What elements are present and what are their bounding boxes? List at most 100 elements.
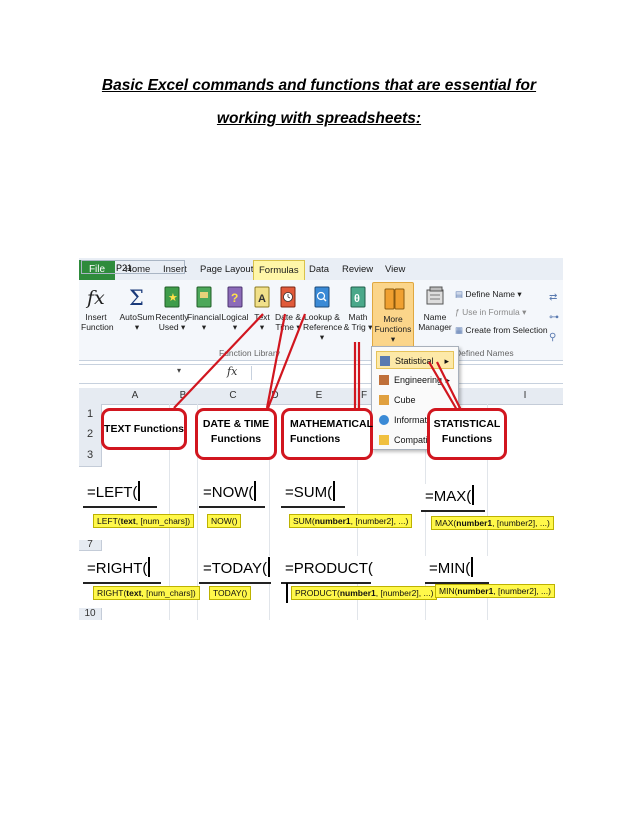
math-callout-line-2: Functions	[290, 433, 341, 445]
tip-fn: PRODUCT(	[295, 588, 340, 598]
datetime-callout-line-2: Functions	[210, 433, 262, 445]
date-time-button[interactable]: Date & Time ▾	[273, 284, 303, 332]
more-functions-button[interactable]: More Functions ▾	[372, 282, 414, 348]
formula-auditing-icons[interactable]: ⇄⊶⚲	[549, 292, 559, 343]
recently-used-button[interactable]: ★ Recently Used ▾	[155, 284, 189, 332]
row-header-10[interactable]: 10	[79, 608, 102, 620]
tip-rest: , [number2], ...)	[375, 588, 434, 598]
formula-cell-left[interactable]: =LEFT(	[83, 480, 157, 508]
lookup-reference-button[interactable]: Lookup & Reference ▾	[303, 284, 342, 342]
create-from-selection-button[interactable]: ▦ Create from Selection	[455, 324, 548, 336]
define-name-button[interactable]: ▤ Define Name ▾	[455, 288, 522, 300]
tip-fn: NOW()	[211, 516, 238, 526]
text-cursor	[138, 481, 141, 501]
tip-arg: number1	[456, 518, 493, 528]
menu-item-cube-label: Cube	[394, 395, 416, 405]
formula-right-text: =RIGHT(	[87, 560, 148, 577]
logical-button[interactable]: ? Logical ▾	[219, 284, 251, 332]
tab-data[interactable]: Data	[309, 264, 330, 275]
grid-line	[197, 404, 198, 620]
formula-cell-min[interactable]: =MIN(	[425, 556, 489, 584]
fx-formula-icon[interactable]: fx	[227, 365, 238, 378]
grid-line	[269, 404, 270, 620]
tip-fn: RIGHT(	[97, 588, 127, 598]
insert-function-button[interactable]: fx Insert Function	[81, 284, 114, 332]
svg-text:A: A	[258, 293, 266, 305]
tip-rest: , [num_chars])	[141, 588, 196, 598]
tip-arg: number1	[314, 516, 351, 526]
tip-fn: TODAY()	[213, 588, 248, 598]
name-box-dropdown-icon[interactable]: ▾	[177, 366, 182, 375]
tip-fn: MAX(	[435, 518, 457, 528]
use-in-formula-button[interactable]: ƒ Use in Formula ▾	[455, 306, 526, 318]
formula-now-text: =NOW(	[203, 484, 254, 501]
tab-page-layout[interactable]: Page Layout	[200, 264, 254, 275]
svg-text:Σ: Σ	[129, 286, 144, 310]
tip-rest: , [num_chars])	[135, 516, 191, 526]
menu-item-information-label: Information	[394, 415, 440, 425]
text-cursor	[254, 481, 257, 501]
menu-item-engineering[interactable]: Engineering ▸	[376, 371, 454, 389]
tooltip-product-syntax: PRODUCT(number1, [number2], ...)	[291, 586, 438, 600]
document-title-line-1: Basic Excel commands and functions that …	[101, 77, 537, 94]
autosum-button[interactable]: Σ AutoSum ▾	[119, 284, 155, 332]
menu-item-cube[interactable]: Cube	[376, 391, 454, 409]
text-functions-button[interactable]: A Text ▾	[249, 284, 275, 332]
datetime-callout-line-1: DATE & TIME	[202, 418, 270, 430]
formula-cell-sum[interactable]: =SUM(	[281, 480, 345, 508]
name-box[interactable]: P21	[81, 260, 185, 274]
math-trig-button[interactable]: θ Math & Trig ▾	[343, 284, 373, 332]
formula-cell-now[interactable]: =NOW(	[199, 480, 265, 508]
tab-insert[interactable]: Insert	[163, 264, 187, 275]
text-cursor	[472, 485, 475, 505]
text-functions-callout: TEXT Functions	[101, 408, 187, 450]
text-functions-label-2: ▾	[259, 322, 265, 332]
math-callout-line-1: MATHEMATICAL	[290, 418, 374, 430]
row-header-3[interactable]: 3	[79, 444, 102, 467]
column-header-i[interactable]: I	[487, 388, 563, 405]
tab-formulas[interactable]: Formulas	[253, 260, 305, 281]
menu-item-compatibility[interactable]: Compatibility	[376, 431, 454, 449]
grid-line	[357, 404, 358, 620]
financial-button[interactable]: Financial ▾	[187, 284, 221, 332]
tab-file[interactable]: File	[79, 260, 115, 280]
formula-left-text: =LEFT(	[87, 484, 138, 501]
tab-review[interactable]: Review	[342, 264, 374, 275]
tip-arg: number1	[339, 588, 376, 598]
formula-sum-text: =SUM(	[285, 484, 333, 501]
text-cursor	[333, 481, 336, 501]
name-manager-button[interactable]: Name Manager	[417, 284, 453, 332]
financial-book-icon	[193, 284, 215, 310]
use-in-formula-icon: ƒ	[455, 307, 463, 317]
tip-fn: LEFT(	[97, 516, 121, 526]
math-functions-callout: MATHEMATICAL Functions	[281, 408, 373, 460]
formula-cell-right[interactable]: =RIGHT(	[83, 556, 161, 584]
document-title-colon: :	[415, 110, 422, 127]
formula-cell-max[interactable]: =MAX(	[421, 484, 485, 512]
menu-item-information[interactable]: Information	[376, 411, 454, 429]
menu-item-statistical[interactable]: Statistical ▸	[376, 351, 454, 369]
tip-rest: , [number2], ...)	[493, 586, 551, 596]
svg-text:fx: fx	[85, 287, 105, 309]
tooltip-now-syntax: NOW()	[207, 514, 242, 528]
tip-rest: , [number2], ...)	[350, 516, 409, 526]
tab-view[interactable]: View	[385, 264, 406, 275]
tab-home[interactable]: Home	[125, 264, 151, 275]
compatibility-icon	[379, 435, 389, 445]
datetime-callout-pointer	[265, 313, 287, 409]
financial-label-1: Financial	[187, 312, 222, 322]
define-name-icon: ▤	[455, 289, 466, 299]
information-icon	[379, 415, 389, 425]
tooltip-sum-syntax: SUM(number1, [number2], ...)	[289, 514, 413, 528]
row-header-7[interactable]: 7	[79, 540, 102, 551]
fx-icon: fx	[85, 284, 107, 310]
stat-callout-pointer	[436, 361, 462, 411]
grid-line	[169, 404, 170, 620]
tip-arg: text	[126, 588, 142, 598]
tip-fn: MIN(	[439, 586, 458, 596]
text-cursor	[286, 583, 288, 603]
engineering-icon	[379, 375, 389, 385]
formula-cell-today[interactable]: =TODAY(	[199, 556, 271, 584]
menu-item-engineering-label: Engineering	[394, 375, 443, 385]
formula-cell-product[interactable]: =PRODUCT(	[281, 556, 373, 603]
